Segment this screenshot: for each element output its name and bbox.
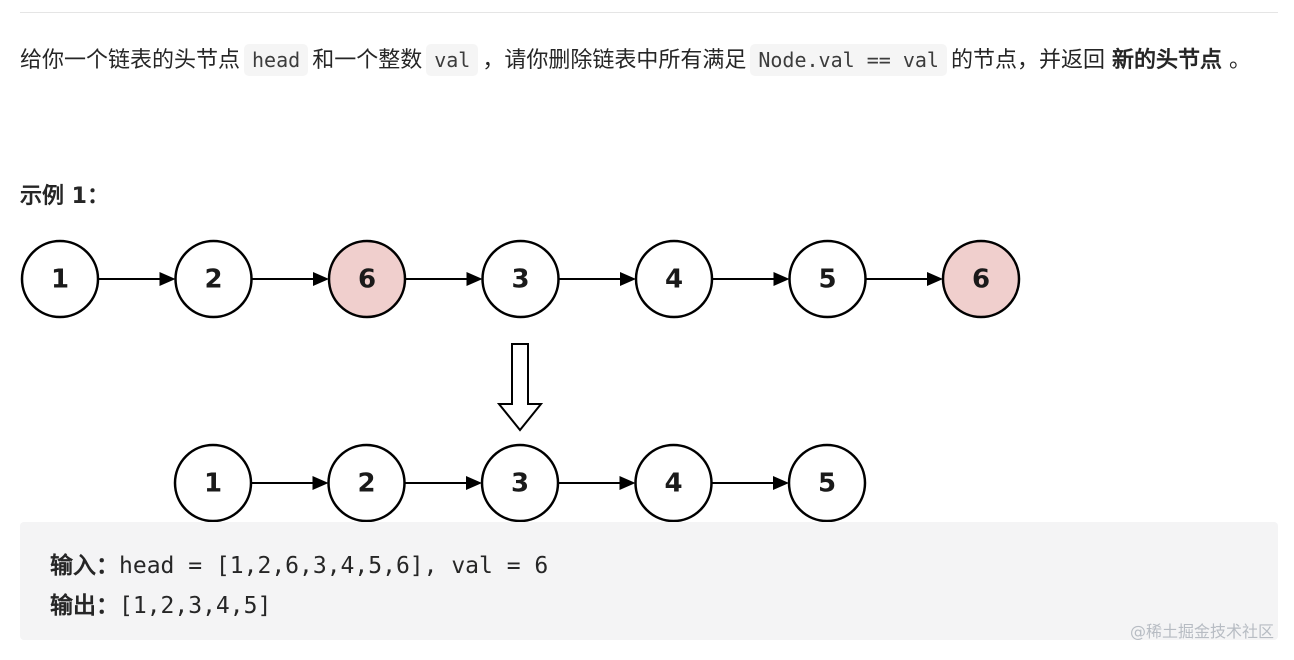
after-node [480, 443, 560, 523]
arrow-head-icon [927, 272, 943, 286]
down-arrow-icon [496, 343, 544, 432]
arrow-head-icon [159, 272, 176, 286]
before-node-label: 1 [51, 265, 69, 295]
before-node-removed [941, 239, 1021, 319]
before-list: 1 2 6 3 4 5 6 [20, 239, 1021, 319]
before-node-label: 2 [204, 265, 222, 295]
example-input: 输入：head = [1,2,6,3,4,5,6], val = 6 [50, 546, 548, 580]
before-node [634, 239, 714, 319]
arrow-head-icon [466, 476, 482, 490]
before-node [20, 239, 100, 319]
after-node-label: 3 [511, 469, 529, 499]
code-node-val: Node.val == val [750, 44, 947, 76]
before-node-label: 4 [665, 265, 683, 295]
before-node-label: 3 [511, 265, 529, 295]
input-value: head = [1,2,6,3,4,5,6], val = 6 [119, 553, 549, 579]
desc-text-4: 的节点，并返回 [950, 48, 1105, 73]
linked-list-diagram: 1 2 6 3 4 5 6 1 2 3 4 5 [20, 239, 1021, 523]
arrow-head-icon [312, 476, 329, 490]
after-node-label: 5 [818, 469, 836, 499]
arrow-head-icon [620, 272, 636, 286]
arrow-head-icon [313, 272, 329, 286]
after-node [327, 443, 406, 523]
output-value: [1,2,3,4,5] [119, 593, 272, 619]
after-node-label: 1 [204, 469, 222, 499]
arrow-head-icon [773, 272, 790, 286]
before-node [174, 239, 253, 319]
arrow-head-icon [619, 476, 636, 490]
after-node [173, 443, 253, 523]
desc-text-1: 给你一个链表的头节点 [20, 48, 241, 73]
before-node [481, 239, 560, 319]
after-node [634, 443, 713, 523]
before-node-label: 5 [818, 265, 836, 295]
top-divider [20, 12, 1278, 13]
input-label: 输入： [50, 553, 119, 579]
arrow-head-icon [466, 272, 483, 286]
before-node-label: 6 [358, 265, 376, 295]
output-label: 输出： [50, 593, 119, 619]
before-node [788, 239, 867, 319]
code-head: head [244, 44, 309, 76]
desc-text-3: ，请你删除链表中所有满足 [482, 48, 747, 73]
before-node-label: 6 [972, 265, 990, 295]
after-node-label: 4 [664, 469, 682, 499]
desc-text-2: 和一个整数 [312, 48, 423, 73]
example-io-box: 输入：head = [1,2,6,3,4,5,6], val = 6 输出：[1… [20, 522, 1278, 640]
after-node [787, 443, 867, 523]
arrow-head-icon [773, 476, 789, 490]
example-title: 示例 1： [20, 184, 109, 209]
code-val: val [426, 44, 479, 76]
desc-bold-new-head: 新的头节点 [1111, 48, 1222, 73]
after-node-label: 2 [357, 469, 375, 499]
desc-text-5: 。 [1229, 48, 1252, 73]
after-list: 1 2 3 4 5 [173, 443, 867, 523]
watermark: @稀土掘金技术社区 [1129, 622, 1274, 641]
before-node-removed [327, 239, 407, 319]
example-output: 输出：[1,2,3,4,5] [50, 586, 271, 620]
